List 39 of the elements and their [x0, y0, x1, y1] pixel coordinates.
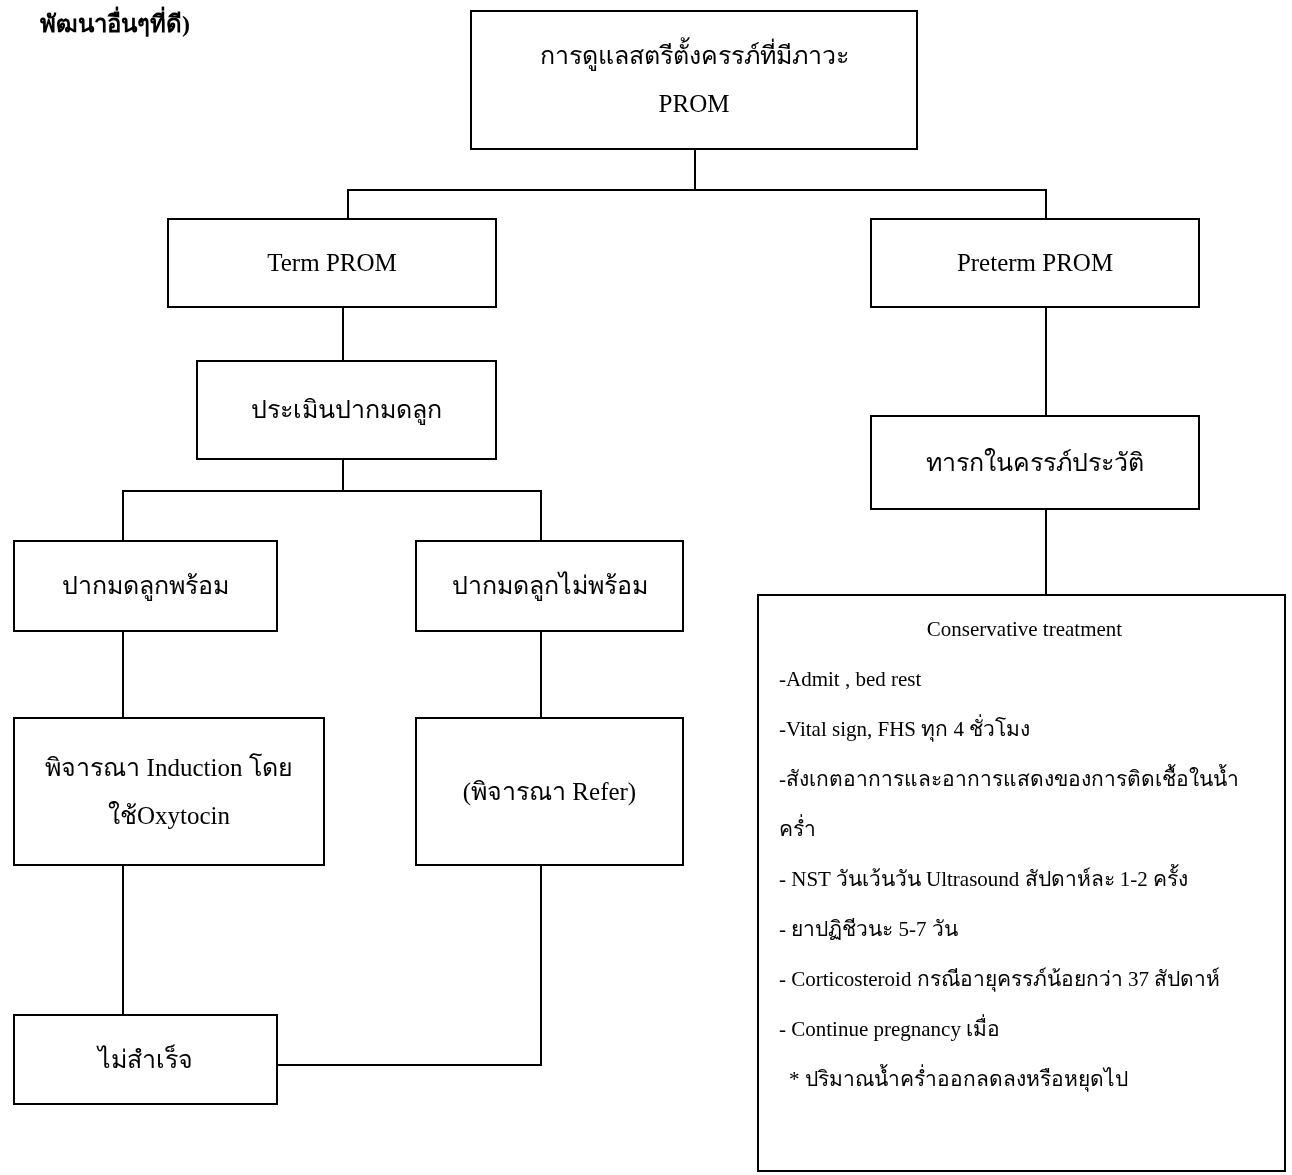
process-box: [13, 540, 278, 632]
connector-line: [1045, 307, 1047, 416]
box-text: (พิจารณา Refer): [462, 776, 637, 807]
connector-line: [122, 865, 124, 1015]
note-text: พัฒนาอื่นๆที่ดี): [40, 4, 190, 43]
box-text: * ปริมาณน้ำคร่ำออกลดลงหรือหยุดไป: [779, 1054, 1270, 1104]
box-text: Term PROM: [267, 248, 397, 278]
process-box: [870, 415, 1200, 510]
process-box: [196, 360, 497, 460]
process-box: [470, 10, 918, 150]
box-text: การดูแลสตรีตั้งครรภ์ที่มีภาวะ PROM: [512, 32, 876, 128]
box-text: - Corticosteroid กรณีอายุครรภ์น้อยกว่า 37 สัปดาห์: [779, 966, 1222, 994]
box-text: -Vital sign, FHS ทุก 4 ชั่วโมง: [779, 704, 1270, 754]
process-box: [415, 717, 684, 866]
connector-line: [277, 865, 542, 1066]
box-heading: Conservative treatment: [925, 616, 1124, 643]
connector-line: [1045, 509, 1047, 595]
process-box: [13, 717, 325, 866]
connector-line: [122, 631, 124, 718]
box-text: ประเมินปากมดลูก: [251, 395, 442, 427]
box-text: ปากมดลูกพร้อม: [62, 571, 229, 603]
box-text: Preterm PROM: [956, 248, 1114, 278]
treatment-box: [757, 594, 1286, 1172]
process-box: [13, 1014, 278, 1105]
box-text: ปากมดลูกไม่พร้อม: [451, 570, 648, 603]
process-box: [415, 540, 684, 632]
box-text: ทารกในครรภ์ประวัติ: [926, 447, 1144, 478]
box-text: -Admit , bed rest: [779, 666, 923, 693]
box-text: - ยาปฏิชีวนะ 5-7 วัน: [779, 916, 959, 943]
connector-line: [342, 459, 542, 541]
box-text: ไม่สำเร็จ: [98, 1043, 193, 1075]
process-box: [167, 218, 497, 308]
box-text: - NST วันเว้นวัน Ultrasound สัปดาห์ละ 1-2 ครั้ง: [779, 854, 1270, 904]
process-box: [870, 218, 1200, 308]
connector-line: [342, 307, 344, 361]
connector-line: [540, 631, 542, 718]
box-text: พิจารณา Induction โดย ใช้Oxytocin: [44, 752, 294, 831]
box-text: -สังเกตอาการและอาการแสดงของการติดเชื้อในน้ำคร่ำ: [779, 754, 1270, 854]
box-text: - Continue pregnancy เมื่อ: [779, 1004, 1270, 1054]
